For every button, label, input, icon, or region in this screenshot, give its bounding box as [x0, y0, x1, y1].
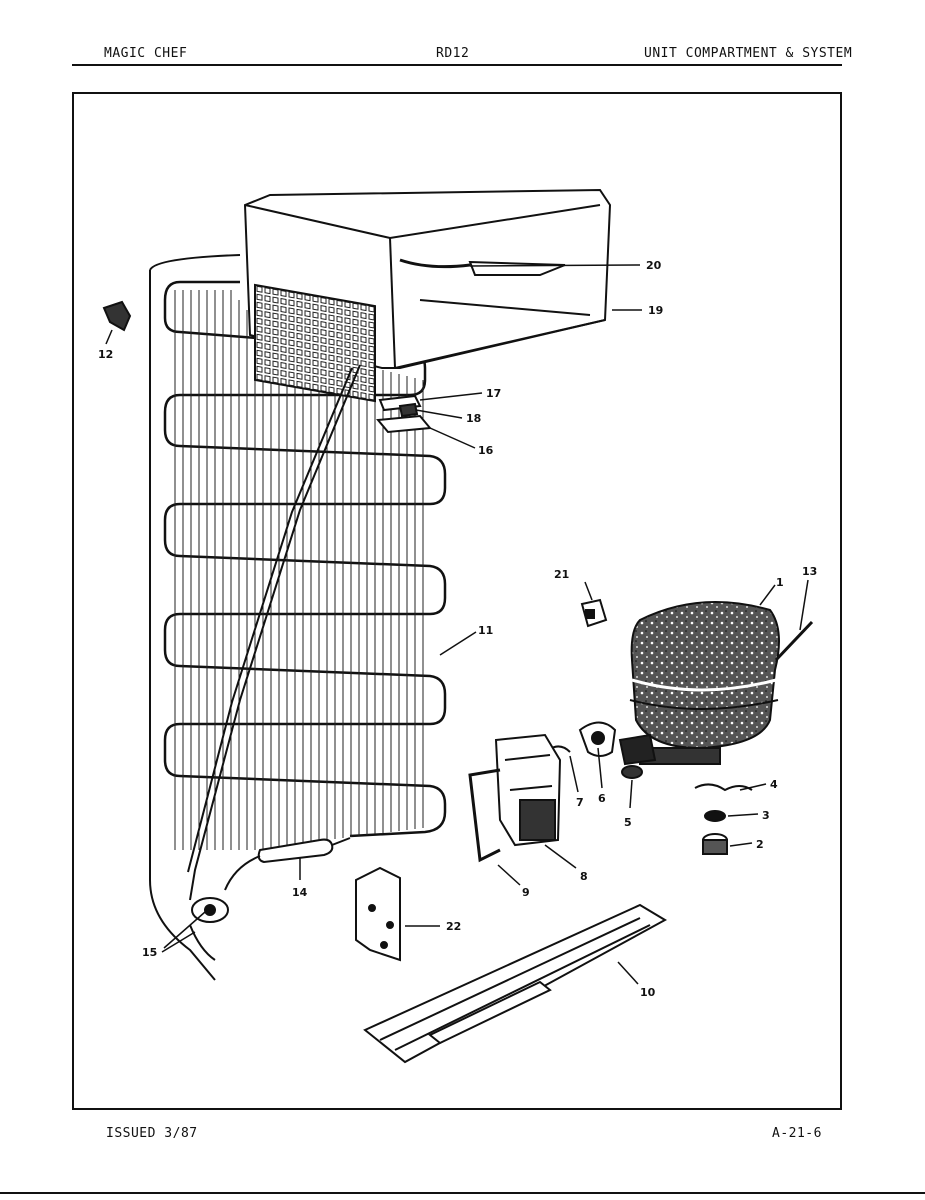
callout-11: 11: [478, 624, 493, 637]
callout-16: 16: [478, 444, 494, 457]
callout-7: 7: [576, 796, 584, 809]
filter-drier: [224, 837, 351, 891]
callout-18: 18: [466, 412, 481, 425]
callout-9: 9: [522, 886, 530, 899]
callout-12: 12: [98, 348, 113, 361]
callout-20: 20: [646, 259, 662, 272]
callout-3: 3: [762, 809, 770, 822]
tube-clamp: [189, 897, 229, 961]
clip-part-12: [102, 300, 132, 332]
callout-15: 15: [142, 946, 157, 959]
grommet-parts: [694, 783, 753, 855]
wire-clip: [468, 768, 501, 863]
page-code: A-21-6: [772, 1126, 822, 1141]
electrical-box: [494, 733, 562, 847]
compressor: [629, 601, 814, 765]
issued-date: ISSUED 3/87: [106, 1126, 198, 1141]
callout-1: 1: [776, 576, 784, 589]
bracket-part-21: [580, 598, 608, 628]
callout-22: 22: [446, 920, 461, 933]
callout-2: 2: [756, 838, 764, 851]
callout-10: 10: [640, 986, 656, 999]
callout-19: 19: [648, 304, 663, 317]
cover-plate: [355, 866, 401, 962]
header-rule: [72, 64, 842, 66]
callout-5: 5: [624, 816, 632, 829]
relay-overload: [547, 721, 657, 779]
callout-14: 14: [292, 886, 308, 899]
diagram-frame: [72, 92, 842, 1110]
brackets-16-18: [376, 394, 432, 434]
bottom-rule: [0, 1192, 925, 1194]
callout-13: 13: [802, 565, 817, 578]
base-rail: [363, 903, 668, 1064]
condenser-fins: [174, 290, 424, 850]
capillary-tube: [187, 364, 361, 901]
condenser-coil: [149, 254, 447, 981]
brand-label: MAGIC CHEF: [104, 46, 188, 61]
model-label: RD12: [436, 46, 470, 61]
callout-8: 8: [580, 870, 588, 883]
callout-6: 6: [598, 792, 606, 805]
evaporator-pan: [243, 188, 612, 403]
leader-lines: [105, 264, 809, 985]
callout-21: 21: [554, 568, 569, 581]
section-title: UNIT COMPARTMENT & SYSTEM: [644, 46, 853, 61]
callout-17: 17: [486, 387, 501, 400]
callout-4: 4: [770, 778, 778, 791]
